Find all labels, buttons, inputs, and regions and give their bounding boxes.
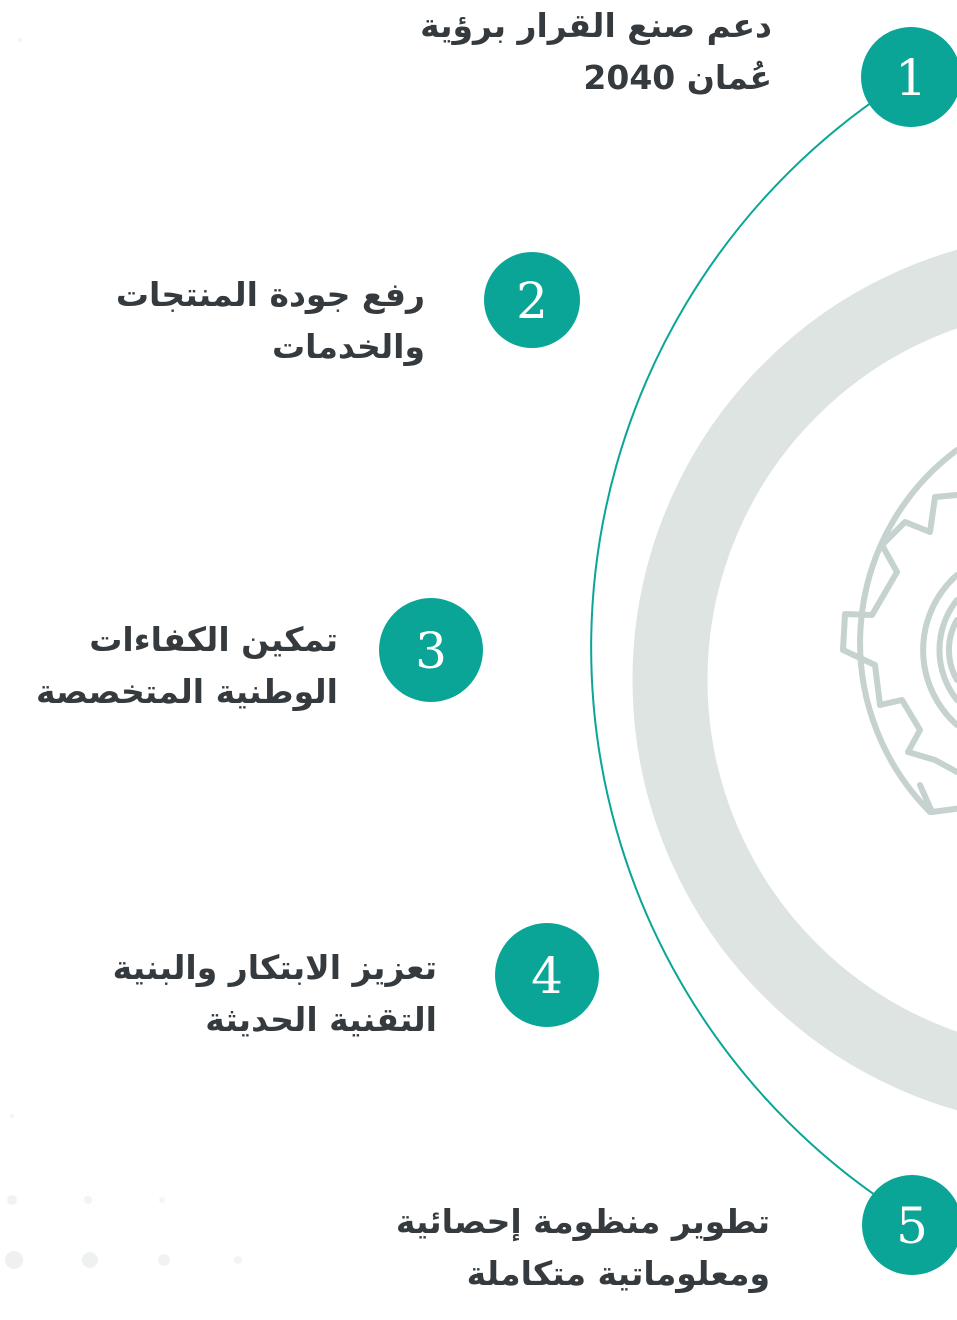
background-ring <box>632 249 957 1111</box>
svg-text:4: 4 <box>531 947 563 1005</box>
step-marker-4: 4 <box>495 923 599 1027</box>
step-label-3: تمكين الكفاءات الوطنية المتخصصة <box>36 614 338 718</box>
step-marker-1: 1 <box>861 27 957 127</box>
step-label-4: تعزيز الابتكار والبنية التقنية الحديثة <box>113 942 437 1046</box>
step-3-line-1: تمكين الكفاءات <box>89 620 338 659</box>
step-2-line-2: والخدمات <box>271 327 425 366</box>
gear-with-circular-arrow-icon <box>840 447 957 815</box>
step-2-line-1: رفع جودة المنتجات <box>115 275 425 314</box>
svg-text:1: 1 <box>895 49 927 107</box>
step-label-1: دعم صنع القرار برؤية عُمان 2040 <box>420 0 772 104</box>
step-5-line-2: ومعلوماتية متكاملة <box>466 1254 770 1293</box>
step-marker-3: 3 <box>379 598 483 702</box>
step-1-line-1: دعم صنع القرار برؤية <box>420 6 772 45</box>
step-marker-5: 5 <box>862 1175 957 1275</box>
step-3-line-2: الوطنية المتخصصة <box>35 672 338 711</box>
svg-text:2: 2 <box>516 272 548 330</box>
step-1-line-2: عُمان 2040 <box>583 58 772 97</box>
step-5-line-1: تطوير منظومة إحصائية <box>395 1202 770 1241</box>
timeline-arc <box>590 79 906 1216</box>
step-marker-2: 2 <box>484 252 580 348</box>
svg-text:3: 3 <box>415 622 447 680</box>
step-4-line-1: تعزيز الابتكار والبنية <box>112 948 437 987</box>
decorative-dots <box>5 38 242 1269</box>
step-4-line-2: التقنية الحديثة <box>205 1000 437 1039</box>
svg-text:5: 5 <box>896 1197 928 1255</box>
step-label-5: تطوير منظومة إحصائية ومعلوماتية متكاملة <box>396 1196 770 1300</box>
step-label-2: رفع جودة المنتجات والخدمات <box>116 269 425 373</box>
